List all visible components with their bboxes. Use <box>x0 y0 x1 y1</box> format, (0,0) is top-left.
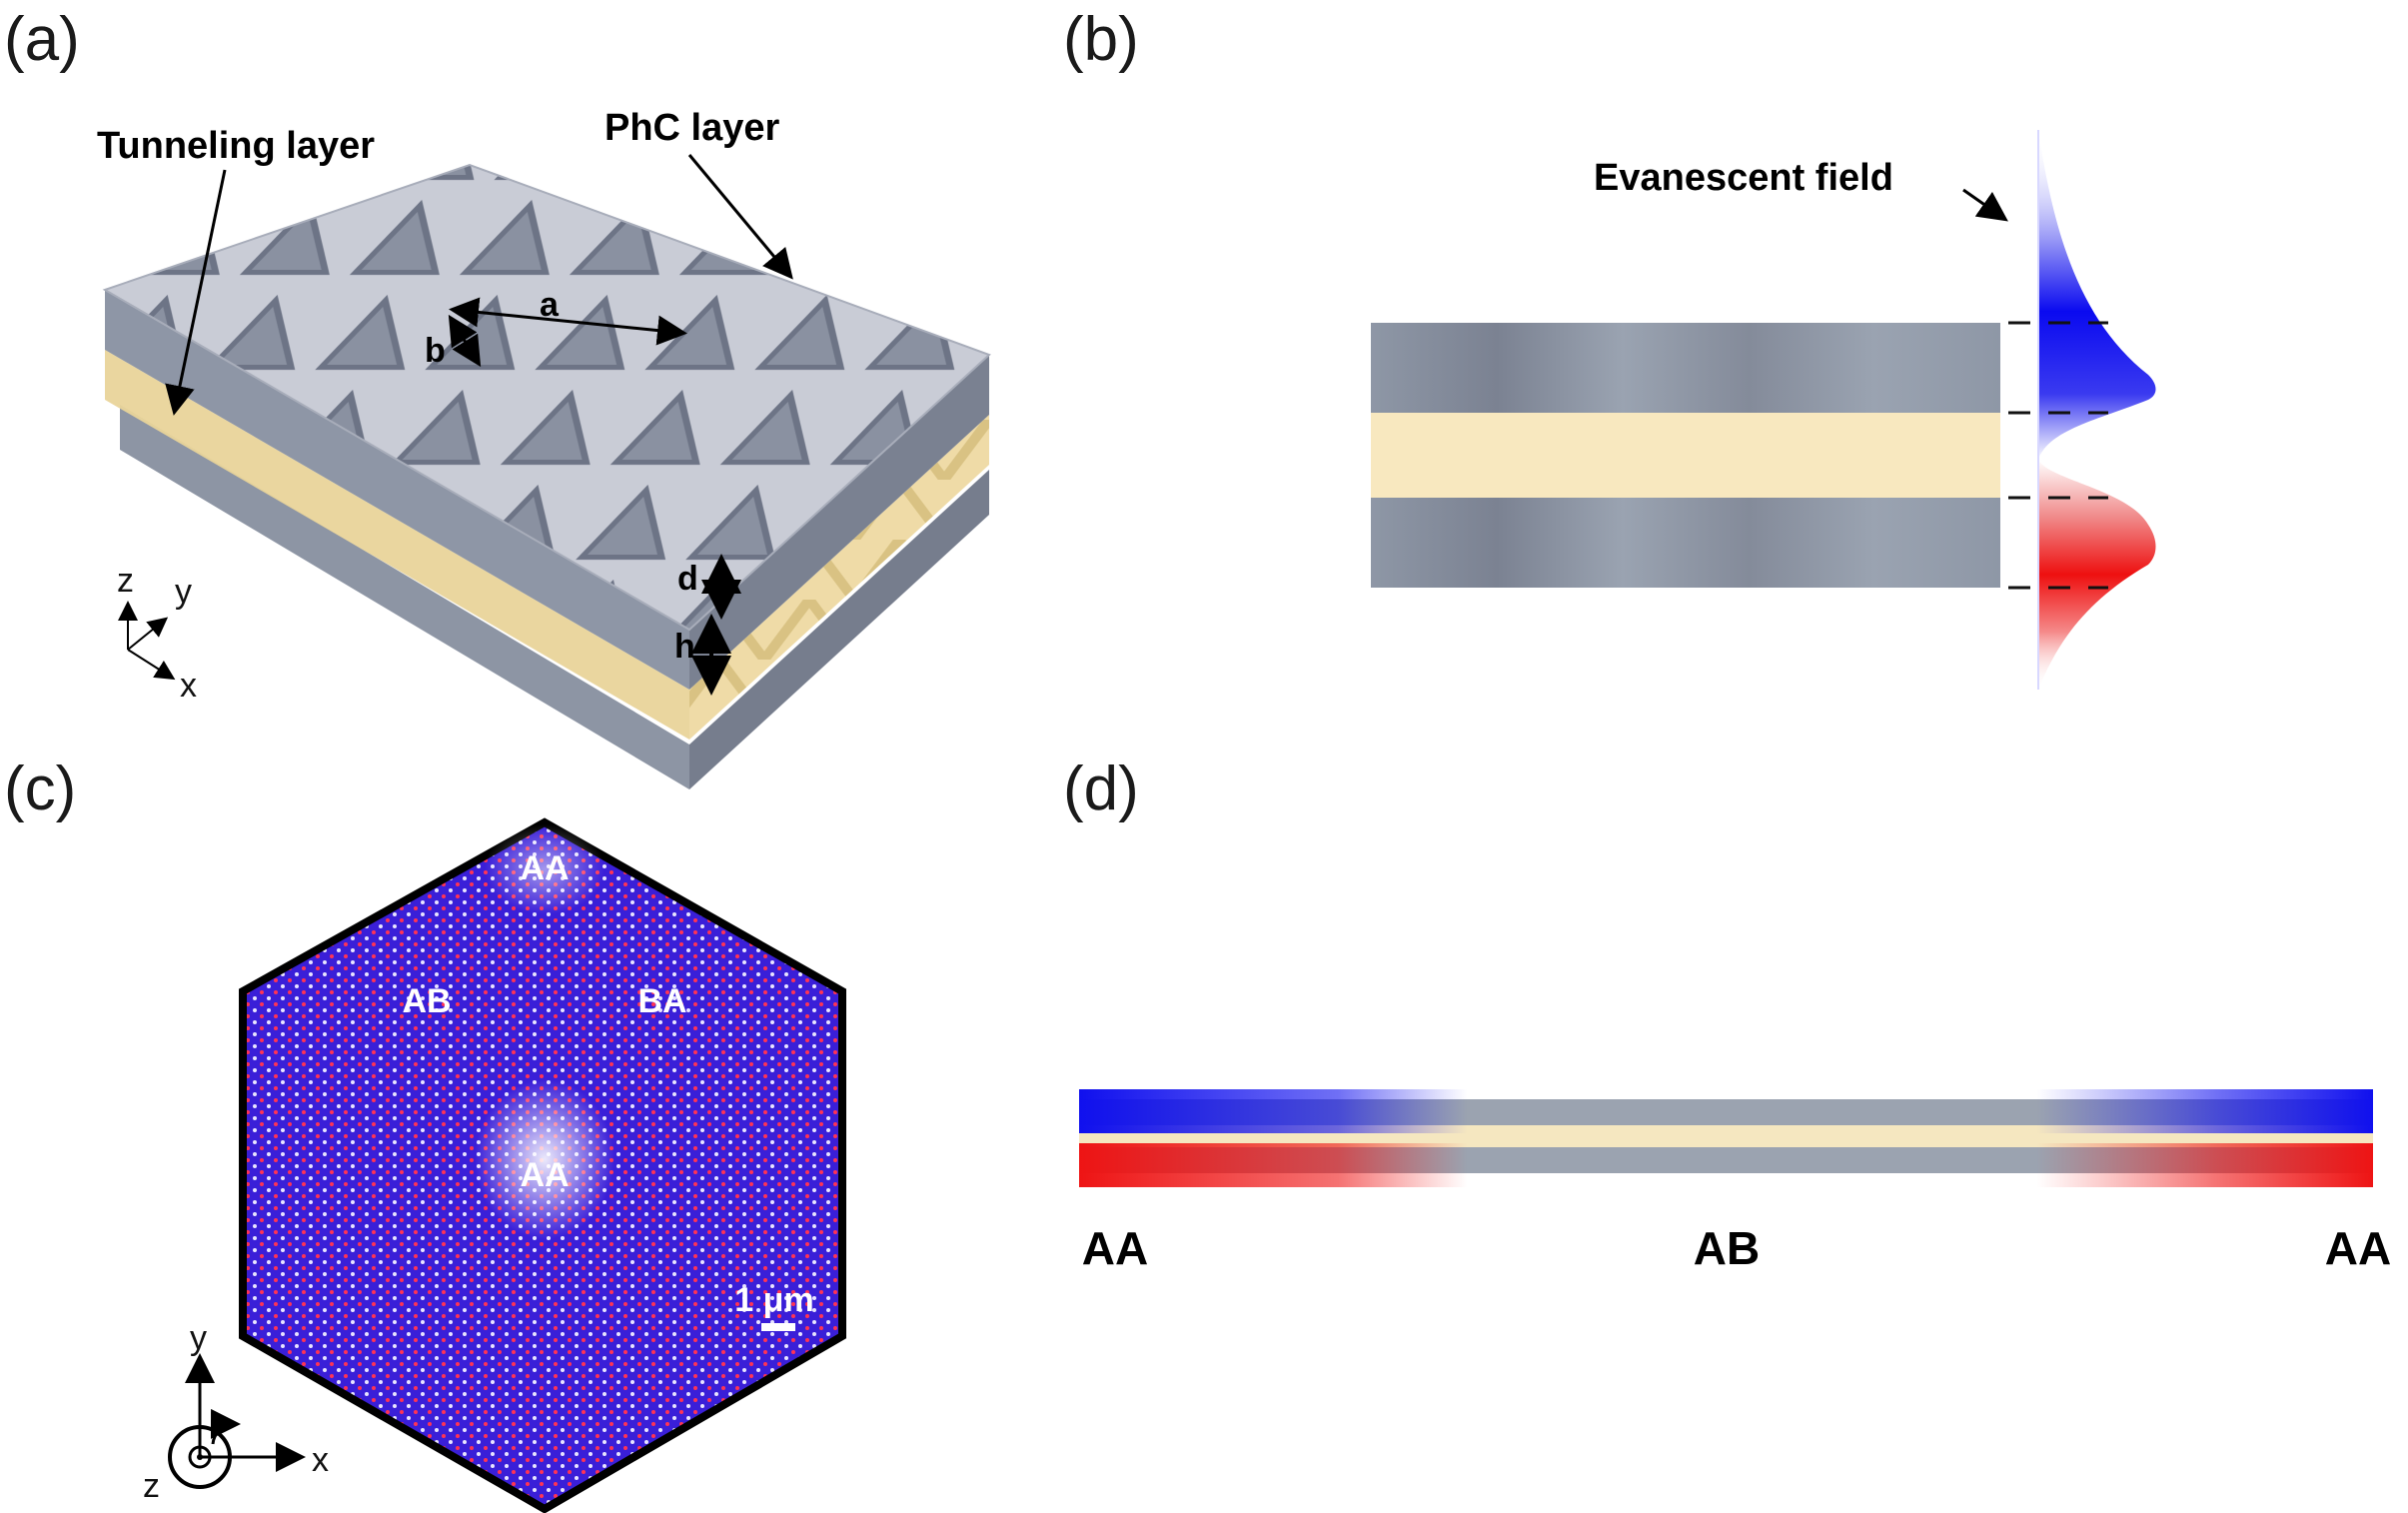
phc-layer-label: PhC layer <box>604 107 780 149</box>
panel-c: (c) AA AB BA AA 1 μm y x z <box>4 755 846 1513</box>
lower-phc-slab <box>1371 498 2000 588</box>
aa-center-glow <box>475 1079 614 1239</box>
position-aa-left: AA <box>1082 1222 1148 1274</box>
axis-y-label: y <box>175 573 192 611</box>
position-aa-right: AA <box>2325 1222 2391 1274</box>
dim-d-label: d <box>677 560 698 598</box>
axis-x-label: x <box>180 667 197 705</box>
lower-slab-right <box>689 470 989 789</box>
panel-a-label: (a) <box>4 5 80 74</box>
evanescent-field-red <box>2038 460 2156 690</box>
tunneling-layer-slab <box>1371 413 2000 498</box>
aa-top-glow <box>485 824 604 914</box>
dim-a-label: a <box>540 286 560 324</box>
panel-b: (b) Evanescent field <box>1063 5 2156 690</box>
evanescent-field-arrow <box>1962 188 2008 222</box>
panel-d: (d) AA AB AA <box>1063 755 2391 1274</box>
panel-d-label: (d) <box>1063 755 1139 823</box>
tunneling-layer-arrow <box>165 169 227 416</box>
panel-a: (a) Tunneling layer PhC layer a b d h <box>4 5 991 789</box>
region-ab: AB <box>402 982 451 1020</box>
red-field-d <box>1079 1143 2373 1187</box>
lower-slab-front <box>120 405 689 789</box>
evanescent-field-label: Evanescent field <box>1594 157 1893 199</box>
tunneling-layer-front <box>105 350 689 740</box>
scale-bar <box>761 1323 795 1331</box>
dim-b-label: b <box>425 332 446 370</box>
lattice-constant-arrow <box>449 297 687 346</box>
dim-h-label: h <box>674 628 695 666</box>
axis-z-label-c: z <box>143 1467 160 1505</box>
blue-field-d <box>1079 1089 2373 1133</box>
axis-z-label: z <box>117 562 134 600</box>
phc-layer-top <box>102 163 991 632</box>
width-b-arrow <box>448 314 482 368</box>
upper-slab-front <box>105 290 689 690</box>
upper-phc-slab <box>1371 323 2000 413</box>
panel-c-label: (c) <box>4 755 76 823</box>
evanescent-field-blue <box>2038 130 2156 460</box>
axes-triad-c: y x z <box>143 1319 329 1505</box>
panel-b-label: (b) <box>1063 5 1139 74</box>
tunneling-layer-label: Tunneling layer <box>97 125 375 167</box>
layer-boundaries <box>2008 321 2108 590</box>
axis-x-label-c: x <box>312 1441 329 1479</box>
region-aa-top: AA <box>520 849 569 887</box>
axis-y-label-c: y <box>190 1319 207 1357</box>
axes-triad-a: z y x <box>117 562 197 705</box>
upper-slab-right <box>689 355 989 690</box>
region-ba: BA <box>637 982 686 1020</box>
scale-bar-label: 1 μm <box>734 1281 813 1319</box>
phc-layer-arrow <box>687 154 793 280</box>
region-aa-center: AA <box>520 1156 569 1194</box>
tunneling-layer-right <box>689 415 989 740</box>
position-ab-middle: AB <box>1694 1222 1760 1274</box>
